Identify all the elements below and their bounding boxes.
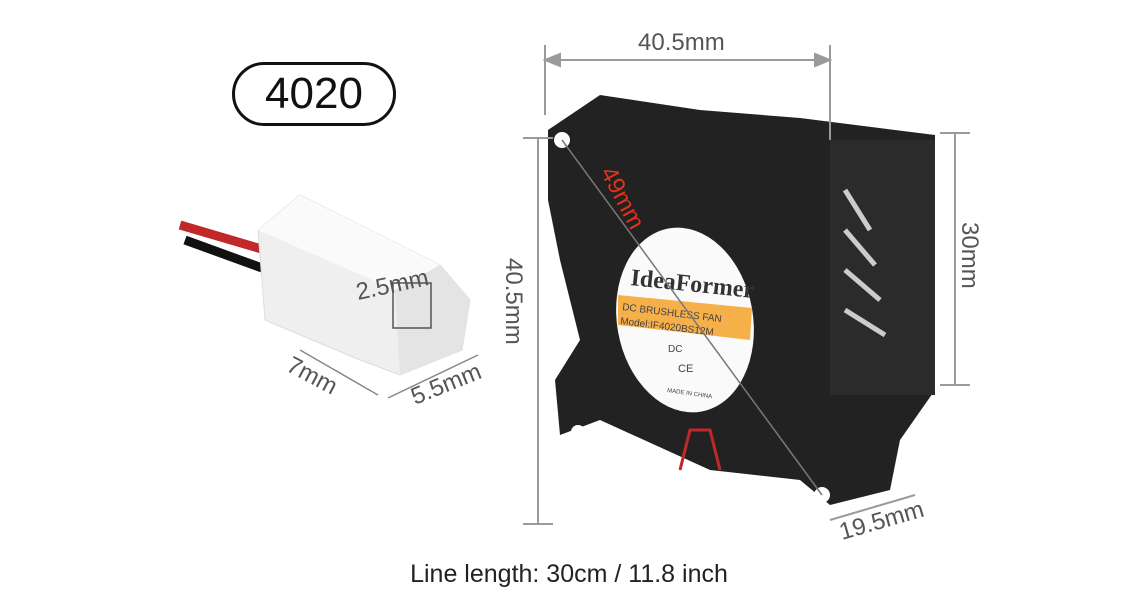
model-badge: 4020 xyxy=(232,62,396,126)
fan: IdeaFormer DC BRUSHLESS FAN Model:IF4020… xyxy=(548,95,935,505)
wires xyxy=(178,220,267,273)
top-width-label: 40.5mm xyxy=(638,29,725,56)
outlet-label: 19.5mm xyxy=(836,496,927,546)
fan-label-line3: DC xyxy=(668,344,682,355)
fan-blades xyxy=(842,188,887,338)
fan-dimensions xyxy=(523,45,970,525)
connector-length-label: 7mm xyxy=(282,351,342,400)
connector xyxy=(257,194,471,376)
side-height-label: 40.5mm xyxy=(500,258,527,345)
line-length-caption: Line length: 30cm / 11.8 inch xyxy=(410,560,728,588)
ce-mark: CE xyxy=(678,363,693,375)
depth-label: 30mm xyxy=(956,222,983,289)
